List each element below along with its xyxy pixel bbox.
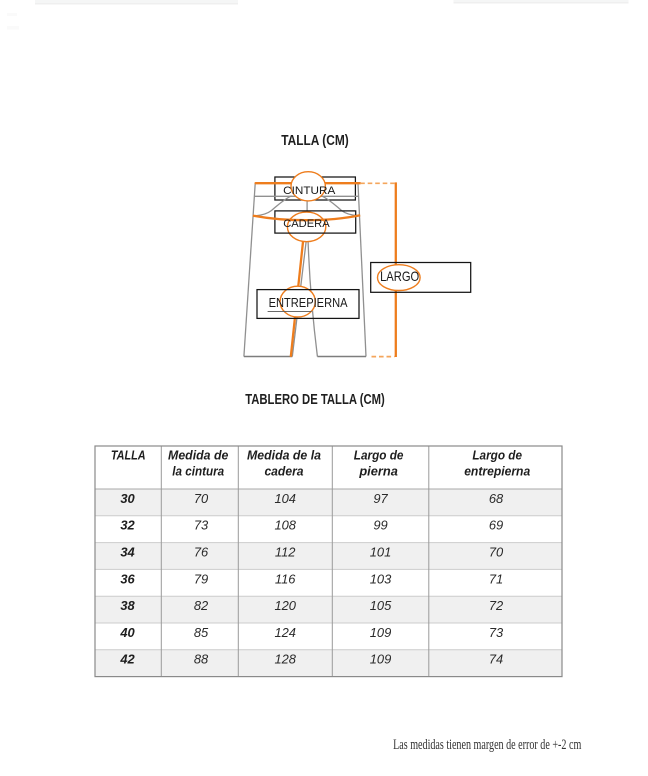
- svg-text:CADERA: CADERA: [283, 218, 330, 230]
- svg-text:70: 70: [489, 545, 504, 560]
- svg-text:128: 128: [274, 652, 296, 667]
- svg-text:105: 105: [370, 598, 392, 613]
- svg-text:30: 30: [120, 491, 135, 506]
- svg-text:108: 108: [274, 518, 296, 533]
- svg-text:99: 99: [373, 518, 387, 533]
- svg-text:69: 69: [489, 518, 503, 533]
- svg-text:LARGO: LARGO: [380, 268, 419, 284]
- svg-text:116: 116: [275, 571, 296, 586]
- svg-text:74: 74: [489, 652, 503, 667]
- svg-text:79: 79: [194, 571, 208, 586]
- svg-text:40: 40: [119, 625, 135, 640]
- svg-text:entrepierna: entrepierna: [464, 464, 530, 479]
- svg-text:103: 103: [370, 571, 392, 586]
- svg-text:34: 34: [120, 545, 134, 560]
- svg-text:la cintura: la cintura: [172, 464, 224, 479]
- svg-text:36: 36: [120, 571, 135, 586]
- svg-text:Las medidas tienen margen de e: Las medidas tienen margen de error de +-…: [393, 737, 581, 753]
- svg-text:101: 101: [370, 545, 392, 560]
- svg-text:68: 68: [489, 491, 504, 506]
- svg-text:82: 82: [194, 598, 208, 613]
- svg-text:32: 32: [120, 518, 135, 533]
- svg-text:CINTURA: CINTURA: [283, 185, 336, 197]
- svg-text:cadera: cadera: [264, 464, 303, 479]
- svg-text:124: 124: [274, 625, 296, 640]
- svg-text:73: 73: [489, 625, 504, 640]
- svg-text:Medida de la: Medida de la: [247, 447, 321, 462]
- svg-text:38: 38: [120, 598, 135, 613]
- svg-text:pierna: pierna: [358, 464, 397, 479]
- svg-text:76: 76: [194, 545, 209, 560]
- svg-text:120: 120: [274, 598, 296, 613]
- svg-text:ENTREPIERNA: ENTREPIERNA: [269, 295, 348, 310]
- svg-text:112: 112: [275, 545, 296, 560]
- svg-text:Largo de: Largo de: [472, 447, 522, 462]
- svg-text:72: 72: [489, 598, 503, 613]
- svg-text:TALLA: TALLA: [111, 447, 146, 462]
- svg-text:109: 109: [370, 652, 392, 667]
- svg-text:88: 88: [194, 652, 209, 667]
- svg-text:Medida de: Medida de: [168, 447, 228, 462]
- svg-text:70: 70: [194, 491, 209, 506]
- svg-text:Largo de: Largo de: [354, 447, 404, 462]
- svg-text:97: 97: [373, 491, 388, 506]
- svg-text:109: 109: [370, 625, 392, 640]
- svg-text:85: 85: [194, 625, 209, 640]
- svg-text:73: 73: [194, 518, 209, 533]
- svg-text:TALLA (CM): TALLA (CM): [281, 133, 349, 149]
- svg-text:71: 71: [489, 571, 503, 586]
- svg-text:TABLERO DE TALLA (CM): TABLERO DE TALLA (CM): [245, 392, 385, 408]
- svg-text:42: 42: [119, 652, 135, 667]
- svg-text:104: 104: [274, 491, 296, 506]
